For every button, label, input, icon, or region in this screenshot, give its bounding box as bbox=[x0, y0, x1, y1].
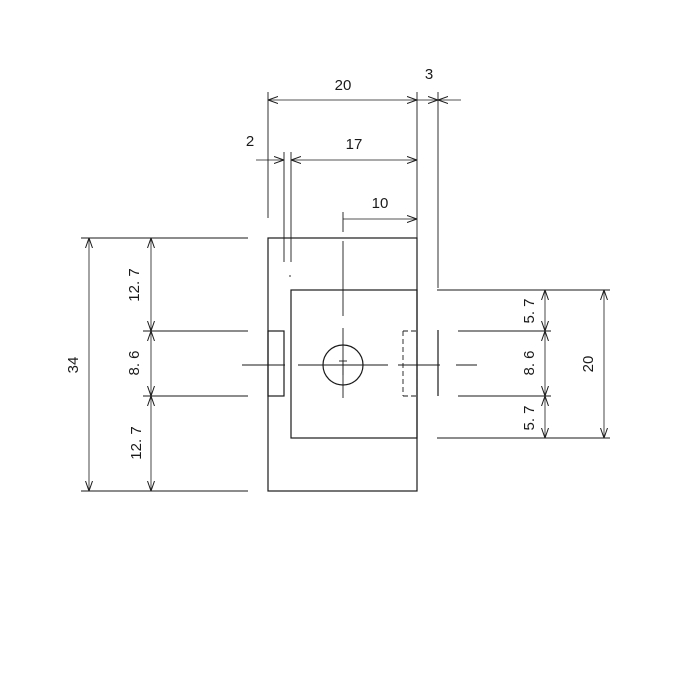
extension-lines bbox=[81, 92, 610, 492]
right-slot-hidden bbox=[402, 330, 418, 397]
label-2: 2 bbox=[246, 133, 254, 150]
label-3: 3 bbox=[425, 66, 433, 83]
label-10: 10 bbox=[372, 195, 389, 212]
dimension-lines bbox=[89, 100, 604, 491]
label-8-6-right: 8. 6 bbox=[521, 350, 538, 375]
label-20-top: 20 bbox=[335, 77, 352, 94]
label-34: 34 bbox=[65, 357, 82, 374]
label-12-7-bottom: 12. 7 bbox=[128, 426, 145, 459]
left-slot bbox=[267, 330, 285, 397]
dimension-labels: 20 3 2 17 10 34 12. 7 8. 6 12. 7 5. 7 8.… bbox=[65, 66, 597, 460]
inner-body bbox=[290, 289, 418, 439]
label-20-right: 20 bbox=[580, 356, 597, 373]
part-outline bbox=[267, 237, 439, 492]
label-8-6-left: 8. 6 bbox=[126, 350, 143, 375]
center-lines bbox=[242, 212, 477, 398]
label-5-7-bottom: 5. 7 bbox=[521, 405, 538, 430]
label-12-7-top: 12. 7 bbox=[126, 268, 143, 301]
label-17: 17 bbox=[346, 136, 363, 153]
label-5-7-top: 5. 7 bbox=[521, 298, 538, 323]
